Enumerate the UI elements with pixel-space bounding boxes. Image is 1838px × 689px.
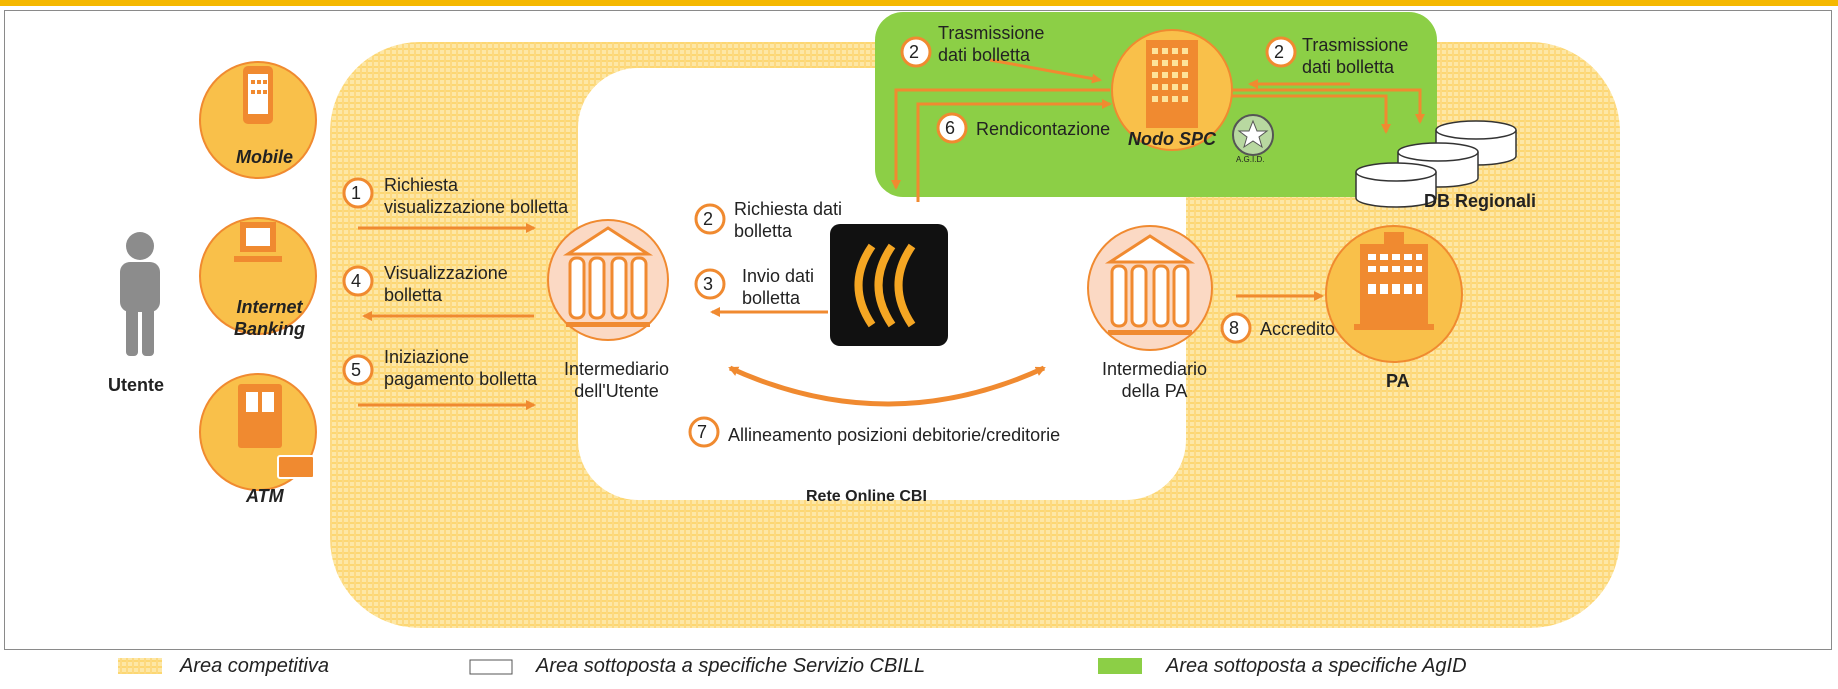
legend-agid-swatch	[1098, 658, 1142, 674]
arrow-nodo-db-1	[1232, 94, 1391, 134]
step7-badge	[688, 416, 720, 448]
step6-badge	[936, 112, 968, 144]
internet-banking-label: Internet Banking	[234, 297, 306, 339]
step5-number: 5	[351, 360, 362, 380]
step3-badge	[694, 268, 726, 300]
step1-badge	[342, 177, 374, 209]
step4-badge	[342, 265, 374, 297]
step8-badge	[1220, 312, 1252, 344]
step2-left-badge	[900, 36, 932, 68]
user-icon	[120, 232, 160, 356]
legend-competitive-label: Area competitiva	[180, 655, 329, 677]
legend-cbill-label: Area sottoposta a specifiche Servizio CB…	[536, 655, 926, 677]
pa-building-icon	[1325, 225, 1463, 363]
step3-text: Invio dati bolletta	[742, 266, 815, 308]
cbi-logo-icon	[830, 224, 948, 346]
legend-agid-label: Area sottoposta a specifiche AgID	[1166, 655, 1467, 677]
step6-text: Rendicontazione	[976, 119, 1111, 139]
atm-channel	[199, 373, 317, 491]
step6-number: 6	[945, 118, 956, 138]
atm-icon	[238, 384, 282, 448]
mobile-channel	[199, 61, 317, 179]
step1-number: 1	[351, 183, 362, 203]
diagram-frame	[4, 10, 1832, 650]
arrow-nodo-db-2	[1232, 88, 1425, 124]
step2-left-text: Trasmissione dati bolletta	[938, 23, 1045, 65]
pa-label: PA	[1386, 371, 1410, 391]
intermediary-pa-label: Intermediario della PA	[1102, 359, 1208, 401]
legend-cbill-swatch	[469, 659, 513, 675]
step7-number: 7	[697, 422, 708, 442]
db-regionali-label: DB Regionali	[1424, 191, 1537, 211]
step5-text: Iniziazione pagamento bolletta	[384, 347, 538, 389]
step2-right-text: Trasmissione dati bolletta	[1302, 35, 1409, 77]
mobile-label: Mobile	[236, 147, 293, 167]
db-regionali-icon	[1355, 120, 1517, 208]
step2-center-number: 2	[703, 209, 714, 229]
nodo-spc-label: Nodo SPC	[1128, 129, 1216, 149]
step8-text: Accredito	[1260, 319, 1336, 339]
intermediary-pa-icon	[1087, 225, 1213, 351]
user-label: Utente	[108, 375, 165, 395]
step3-number: 3	[703, 274, 714, 294]
top-accent-bar	[0, 0, 1838, 6]
step7-text: Allineamento posizioni debitorie/credito…	[728, 425, 1061, 445]
internet-banking-channel	[199, 217, 317, 335]
arrow-step6	[916, 99, 1112, 202]
step2-center-badge	[694, 203, 726, 235]
agid-seal-label: A.G.I.D.	[1236, 155, 1265, 164]
atm-label: ATM	[246, 486, 284, 506]
legend-competitive-swatch	[118, 658, 162, 674]
step1-text: Richiesta visualizzazione bolletta	[384, 175, 569, 217]
step2-left-number: 2	[909, 42, 920, 62]
step4-number: 4	[351, 271, 362, 291]
step2-right-badge	[1265, 36, 1297, 68]
step4-text: Visualizzazione bolletta	[384, 263, 508, 305]
arrow-nodo-cbi	[891, 88, 1110, 190]
intermediary-user-icon	[547, 219, 669, 341]
step8-number: 8	[1229, 318, 1240, 338]
intermediary-user-label: Intermediario dell'Utente	[564, 359, 670, 401]
arrow-step2-left	[989, 58, 1102, 84]
step2-center-text: Richiesta dati bolletta	[734, 199, 843, 241]
network-label: Rete Online CBI	[806, 488, 927, 505]
agid-seal-icon	[1232, 114, 1274, 156]
step5-badge	[342, 354, 374, 386]
step2-right-number: 2	[1274, 42, 1285, 62]
arrow-step7	[728, 365, 1046, 407]
